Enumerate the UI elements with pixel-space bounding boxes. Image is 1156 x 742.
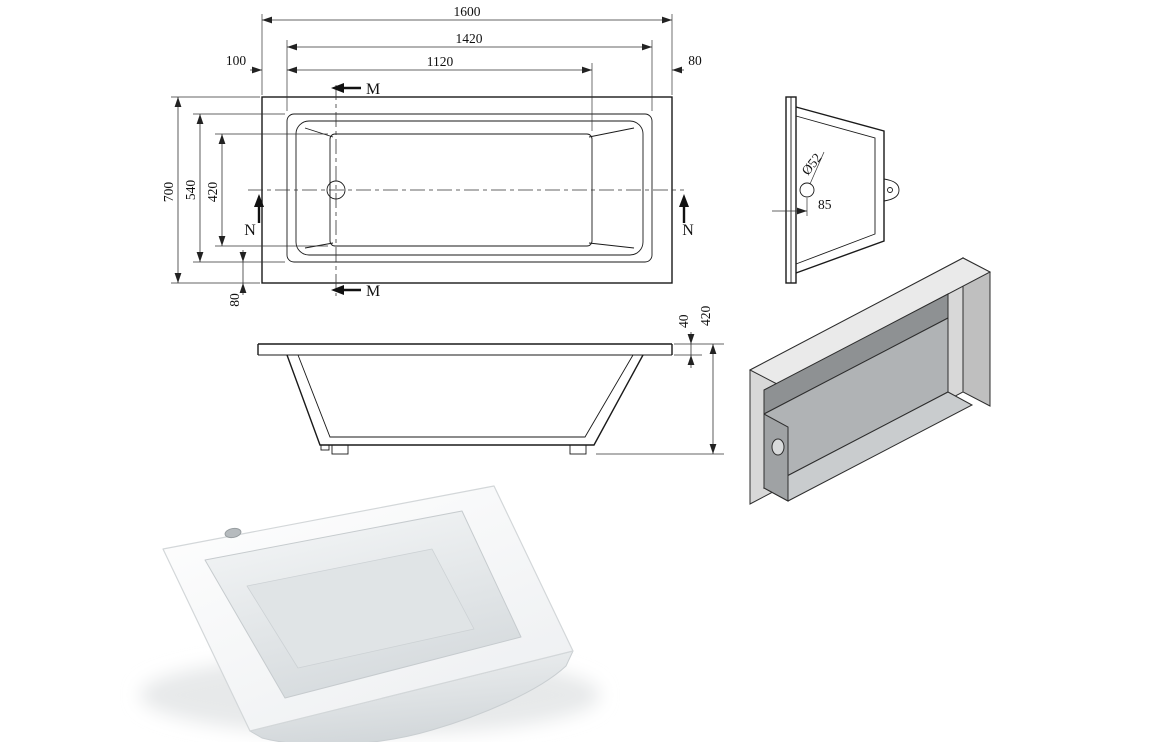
dim-label-rim-length: 1420 xyxy=(456,31,483,46)
dim-label-drain-diameter: Ø52 xyxy=(799,150,825,178)
side-waste-stub xyxy=(320,444,330,451)
section-label-n-left: N xyxy=(244,222,256,239)
plan-dimensions: 1600 1420 1120 100 80 700 540 420 80 xyxy=(161,4,702,307)
section-marks: M M N N xyxy=(244,81,694,300)
dim-label-left-offset: 100 xyxy=(226,53,247,68)
section-label-m-top: M xyxy=(366,81,380,98)
iso-basin-end-face xyxy=(763,413,789,502)
tub-inner-bottom xyxy=(246,548,475,669)
photo-render-view xyxy=(140,485,600,742)
side-body-inner xyxy=(297,354,634,438)
dim-label-bottom-offset: 80 xyxy=(227,293,242,307)
tub-overflow-hole xyxy=(224,527,242,539)
dim-label-right-offset: 80 xyxy=(688,53,702,68)
side-body-outer xyxy=(286,354,644,446)
dim-label-drain-offset: 85 xyxy=(818,197,832,212)
side-foot-right xyxy=(569,444,587,455)
drain-leader-line xyxy=(809,151,825,185)
isometric-view xyxy=(748,257,992,505)
end-body-outer xyxy=(795,106,885,274)
section-arrow-n-left xyxy=(254,194,264,207)
side-view: 40 420 xyxy=(257,306,724,455)
dim-label-rim-height: 40 xyxy=(676,314,691,328)
end-body-inner xyxy=(795,115,876,265)
end-view: Ø52 85 xyxy=(772,96,900,284)
end-overflow-bump xyxy=(883,178,900,202)
section-label-n-right: N xyxy=(682,222,694,239)
plan-rim-outer xyxy=(286,113,653,263)
dim-label-overall-width: 700 xyxy=(161,182,176,203)
tub-exterior-side xyxy=(249,650,574,742)
section-arrow-m-top xyxy=(331,83,344,93)
dim-label-overall-height: 420 xyxy=(698,306,713,327)
plan-corner-slope xyxy=(588,242,635,249)
plan-corner-slope xyxy=(304,127,334,138)
dim-label-basin-width: 420 xyxy=(205,182,220,203)
section-arrow-n-right xyxy=(679,194,689,207)
iso-flange-top-edge xyxy=(748,257,992,385)
end-overflow-dot xyxy=(887,187,893,193)
plan-corner-slope xyxy=(304,242,334,249)
dim-label-rim-width: 540 xyxy=(183,180,198,201)
section-label-m-bottom: M xyxy=(366,283,380,300)
iso-drain-hole xyxy=(771,438,785,456)
dim-label-basin-length: 1120 xyxy=(427,54,454,69)
plan-corner-slope xyxy=(588,127,635,138)
plan-rim-inner xyxy=(295,120,644,256)
dim-label-overall-length: 1600 xyxy=(454,4,481,19)
plan-view xyxy=(248,85,684,296)
section-arrow-m-bottom xyxy=(331,285,344,295)
end-drain-hole xyxy=(799,182,815,198)
side-foot-left xyxy=(331,444,349,455)
